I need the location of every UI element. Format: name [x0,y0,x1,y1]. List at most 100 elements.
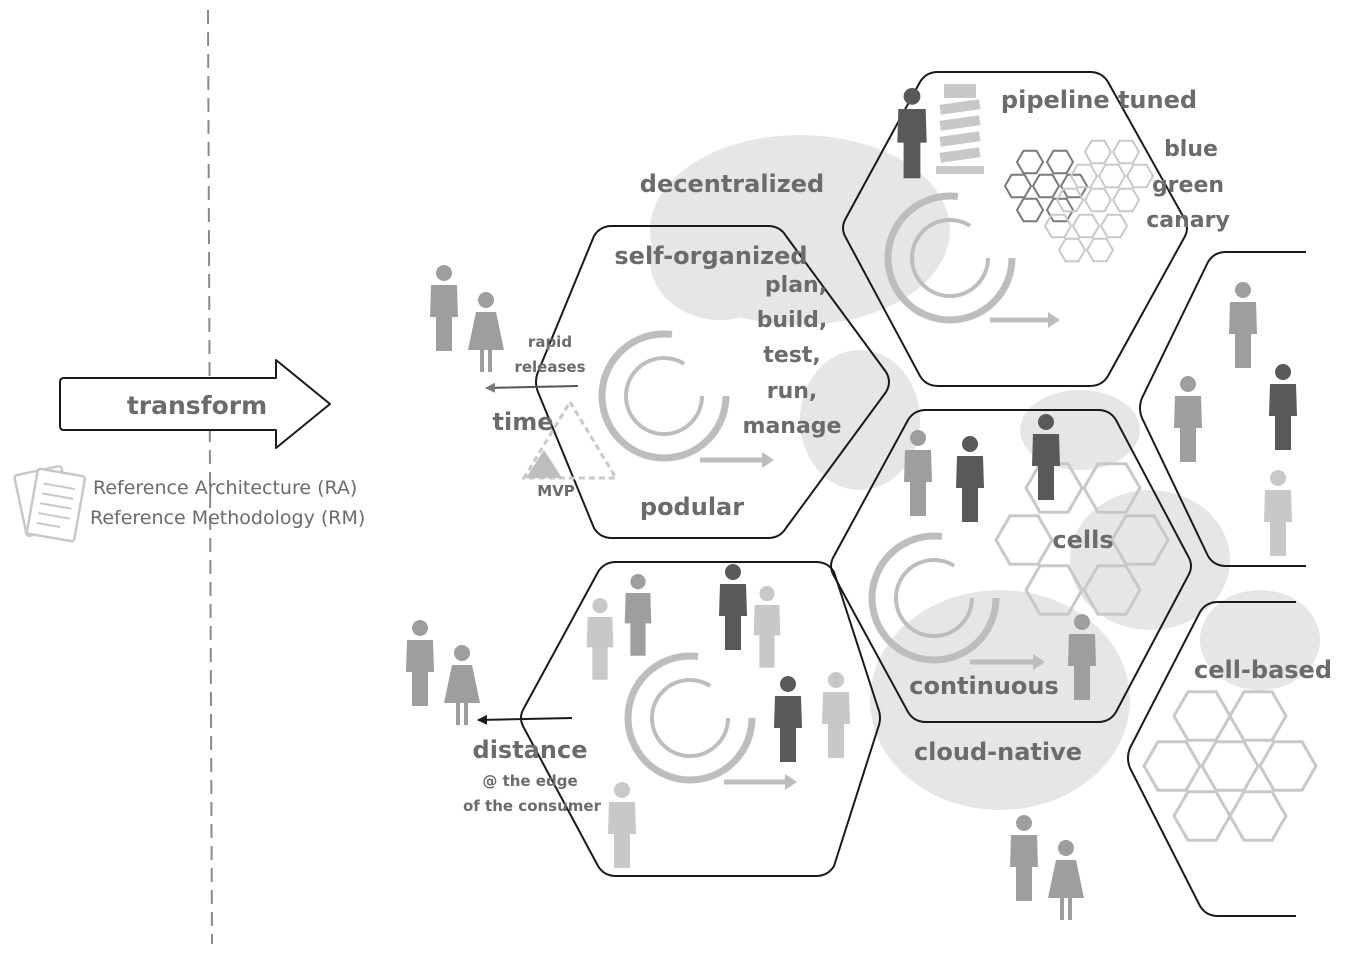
person-icon [1010,815,1038,901]
cycle-icon-pipeline [884,192,1060,328]
honeycomb-cell [1110,514,1170,566]
people-group [406,88,1297,920]
edge-label: @ the edge [482,772,577,790]
hexagon-self-organized [535,225,890,539]
honeycomb-icon-cell-based [1142,690,1318,842]
honeycomb-cell [1200,740,1260,792]
honeycomb-cell [1083,187,1113,213]
person-icon [430,265,458,351]
honeycomb-cell [1024,564,1084,616]
green-label: green [1152,173,1224,198]
honeycomb-icon-cells [994,462,1170,616]
hexagon-cells [830,409,1192,723]
time-label: time [493,408,554,436]
honeycomb-cell [1071,213,1101,239]
honeycomb-cell [1059,173,1089,199]
honeycomb-cell [1069,163,1099,189]
hexagon-right-upper [1139,251,1306,567]
honeycomb-icon-blue [1003,149,1089,223]
honeycomb-cell [1111,187,1141,213]
continuous-label: continuous [909,672,1059,700]
person-icon [897,88,927,179]
divider-line [207,9,213,945]
person-icon [624,574,652,656]
transform-label: transform [127,391,267,420]
cycle-icon-distance [624,652,797,790]
person-icon [468,292,504,372]
honeycomb-cell [1085,237,1115,263]
person-icon [719,564,747,650]
honeycomb-cell [1015,197,1045,223]
person-icon [1264,470,1292,556]
step-manage: manage [743,414,842,439]
blue-label: blue [1164,137,1218,162]
hexagon-cell-based [1127,601,1296,917]
person-icon [753,586,781,668]
cloud-native-label: cloud-native [914,738,1082,766]
honeycomb-cell [1045,149,1075,175]
podular-label: podular [640,493,744,521]
honeycomb-cell [1125,163,1155,189]
step-build: build, [757,308,828,333]
honeycomb-cell [1228,790,1288,842]
document-icon [13,464,87,543]
honeycomb-cell [1172,790,1232,842]
cell-based-title: cell-based [1194,656,1332,684]
person-icon [822,672,850,758]
consumer-label: of the consumer [463,797,602,815]
honeycomb-cell [1031,173,1061,199]
honeycomb-cell [994,514,1054,566]
cycle-icon-self-organized [598,330,774,468]
cycle-icon-cells [868,532,1045,670]
honeycomb-cell [1045,197,1075,223]
step-plan: plan, [765,273,827,298]
honeycomb-cell [1142,740,1202,792]
honeycomb-cell [1083,139,1113,165]
hexagon-distance [520,561,881,877]
person-icon [1032,414,1060,500]
ra-label: Reference Architecture (RA) [93,477,357,499]
person-icon [586,598,614,680]
honeycomb-cell [1043,213,1073,239]
releases-label: releases [514,358,585,376]
rapid-releases-arrow [485,382,579,393]
step-run: run, [767,379,818,404]
honeycomb-cell [1057,237,1087,263]
cells-label: cells [1052,526,1113,554]
self-organized-title: self-organized [614,242,807,270]
transform-arrow [59,359,331,449]
person-icon [444,645,480,725]
person-icon [1174,376,1202,462]
honeycomb-cell [1172,690,1232,742]
decentralized-label: decentralized [640,170,824,198]
cloud-background [650,135,1320,810]
person-icon [1229,282,1257,368]
person-icon [406,620,434,706]
honeycomb-cell [1082,462,1142,514]
honeycomb-cell [1015,149,1045,175]
person-icon [1048,840,1084,920]
honeycomb-cell [1024,462,1084,514]
honeycomb-cell [1055,187,1085,213]
person-icon [1269,364,1297,450]
person-icon [956,436,984,522]
distance-label: distance [473,736,588,764]
honeycomb-cell [1258,740,1318,792]
rapid-label: rapid [528,333,572,351]
canary-label: canary [1146,208,1230,233]
pipeline-tower-icon [936,84,984,174]
honeycomb-cell [1097,163,1127,189]
distance-arrow [477,714,573,725]
person-icon [774,676,802,762]
honeycomb-cell [1003,173,1033,199]
hexagon-pipeline [842,71,1188,387]
honeycomb-cell [1228,690,1288,742]
honeycomb-cell [1082,564,1142,616]
honeycomb-cell [1111,139,1141,165]
mvp-icon [521,399,619,480]
rm-label: Reference Methodology (RM) [90,507,365,529]
honeycomb-cell [1099,213,1129,239]
person-icon [608,782,636,868]
step-test: test, [763,343,820,368]
